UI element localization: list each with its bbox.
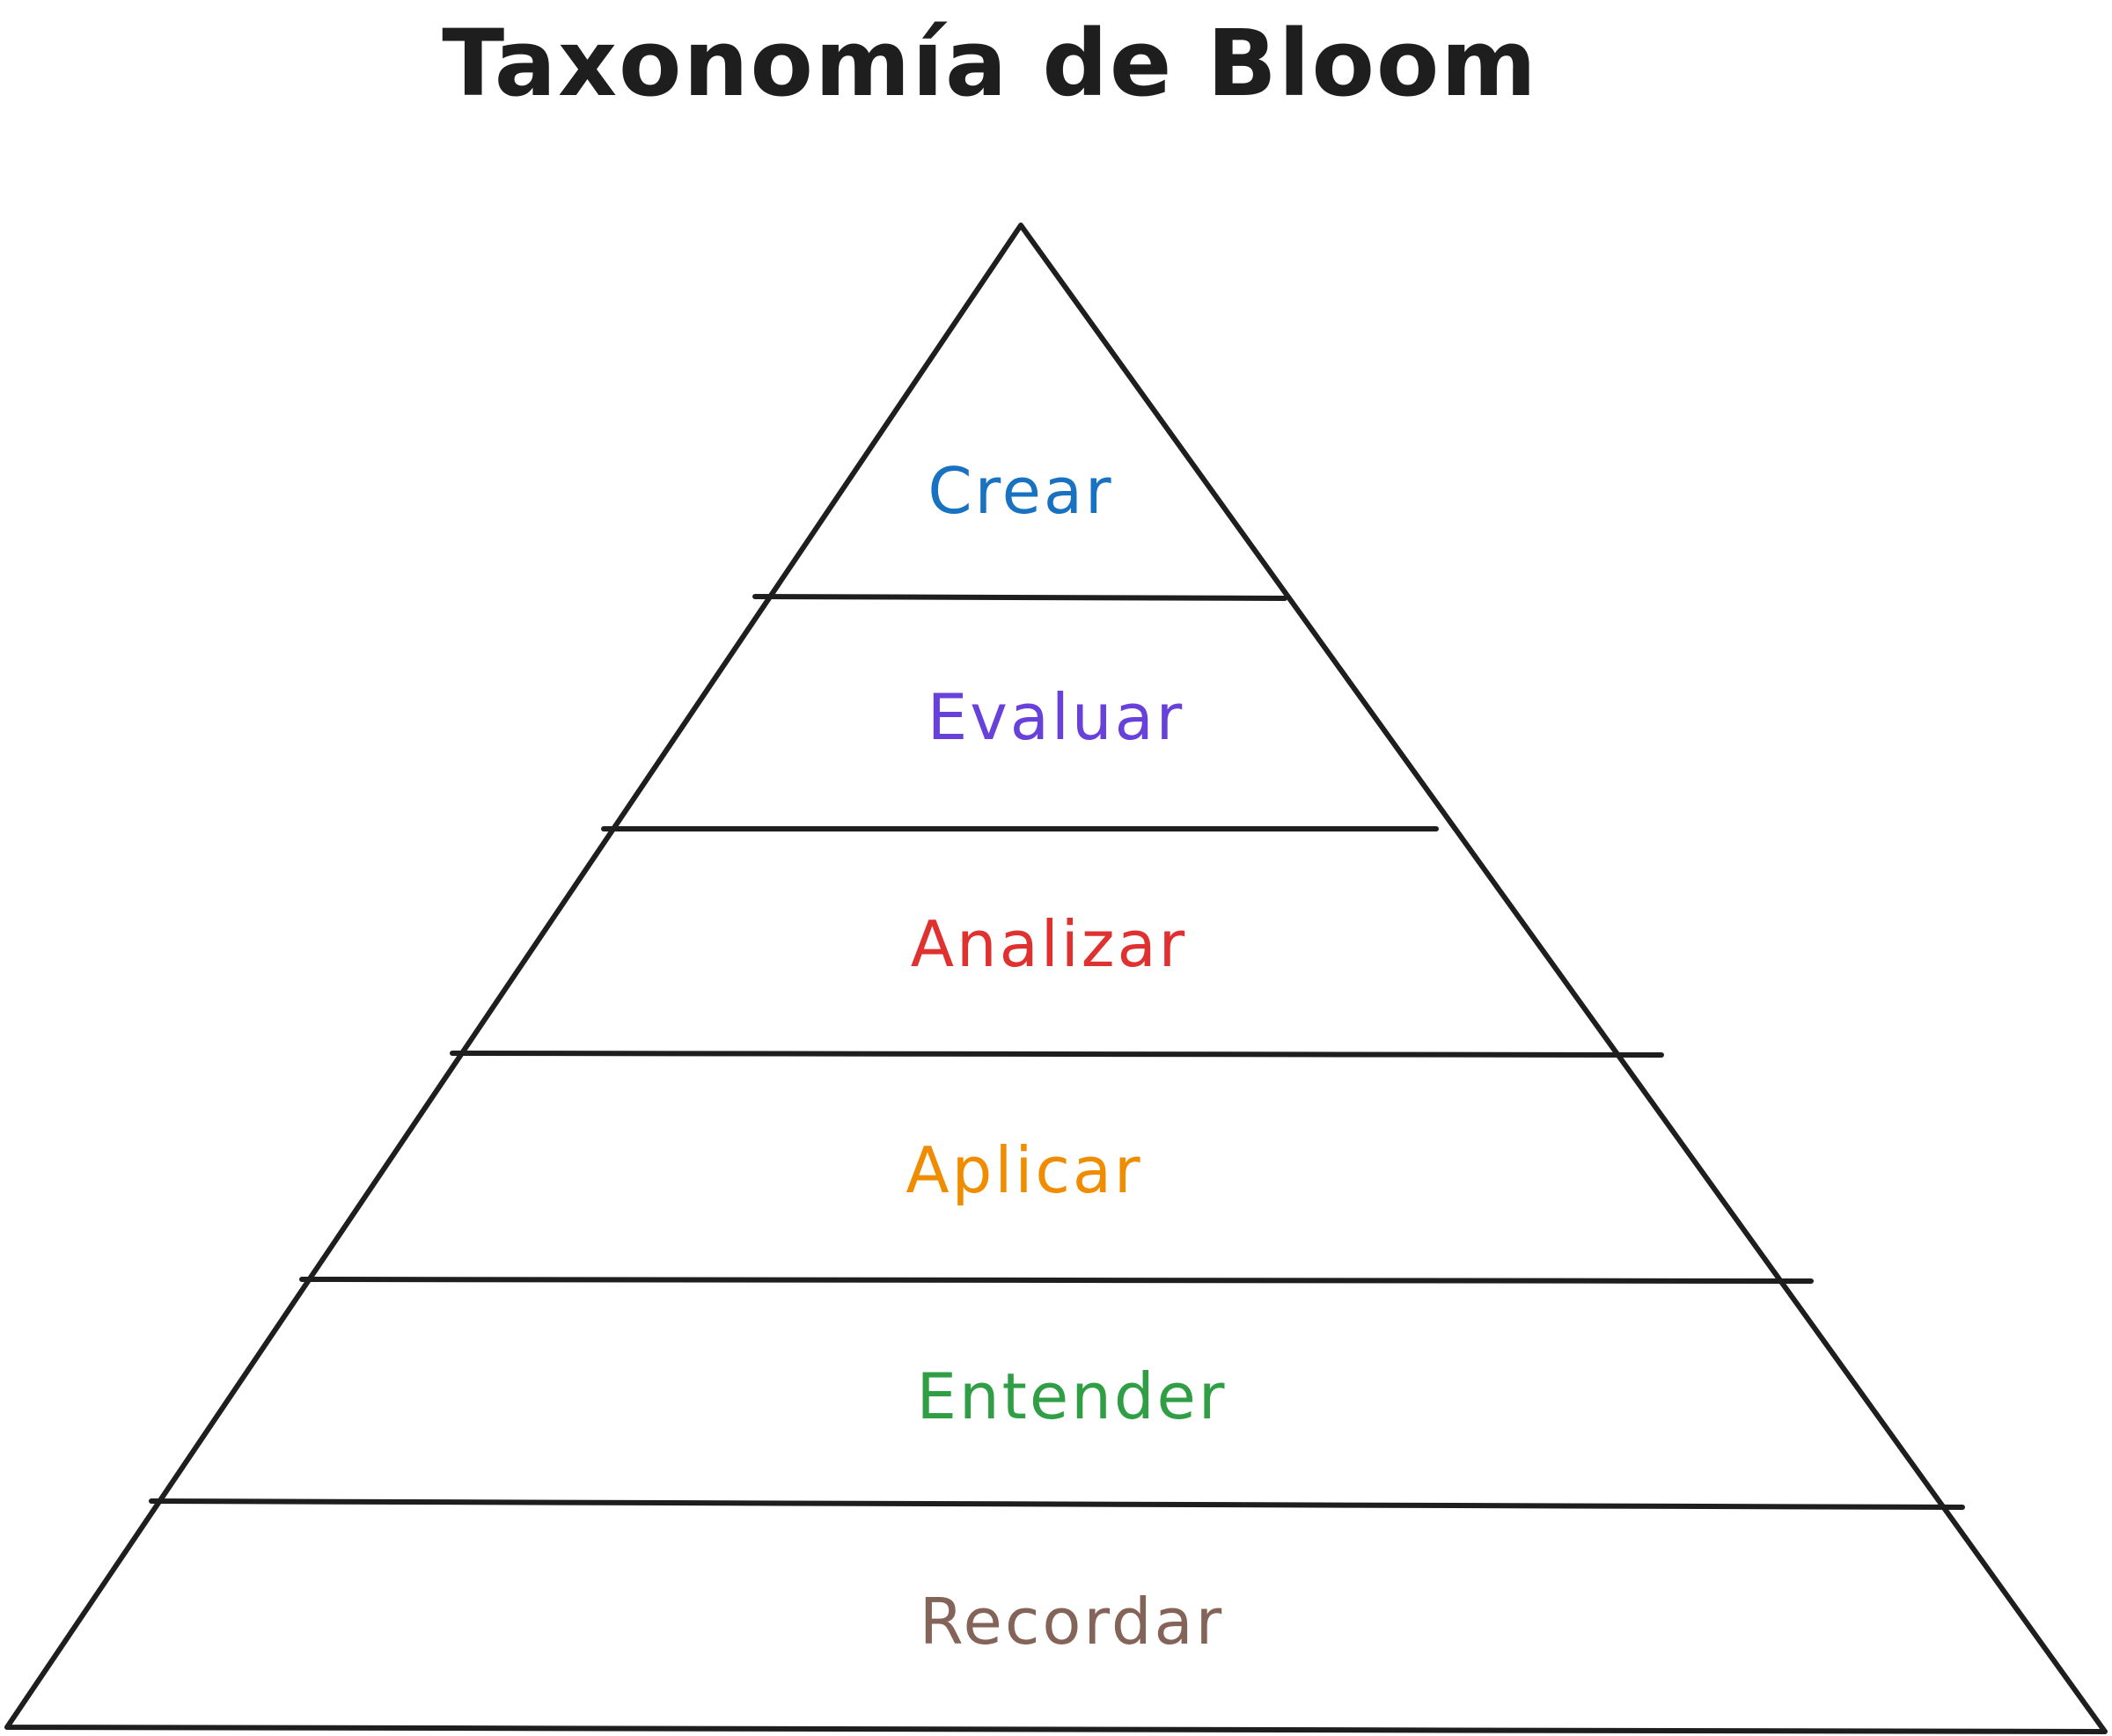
diagram-title: Taxonomía de Bloom [442,10,1538,117]
level-label-evaluar: Evaluar [928,680,1185,754]
divider-aplicar-entender [299,1277,1814,1284]
level-label-entender: Entender [917,1359,1228,1433]
level-label-analizar: Analizar [911,907,1188,981]
divider-entender-recordar [149,1498,1965,1510]
level-label-aplicar: Aplicar [906,1133,1142,1207]
divider-analizar-aplicar [450,1051,1664,1058]
level-label-crear: Crear [928,454,1113,528]
divider-crear-evaluar [752,594,1287,601]
pyramid: Crear Evaluar Analizar Aplicar Entender … [4,223,2108,1734]
pyramid-outline [4,223,2108,1734]
level-label-recordar: Recordar [920,1585,1225,1659]
